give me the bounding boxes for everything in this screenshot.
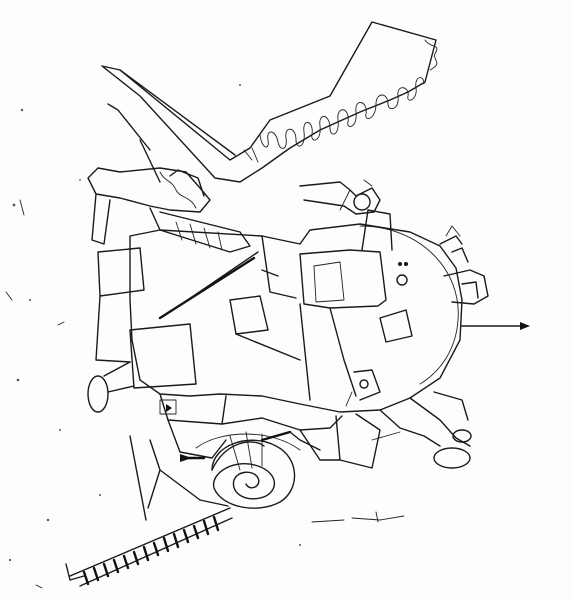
upper-structure <box>87 103 251 253</box>
engine-bell <box>180 430 321 509</box>
boom-array <box>101 21 438 183</box>
descent-stage <box>87 361 472 469</box>
ladder <box>65 435 233 587</box>
ground-line <box>311 511 405 523</box>
paper-specks <box>5 84 301 589</box>
ascent-stage <box>95 179 530 459</box>
